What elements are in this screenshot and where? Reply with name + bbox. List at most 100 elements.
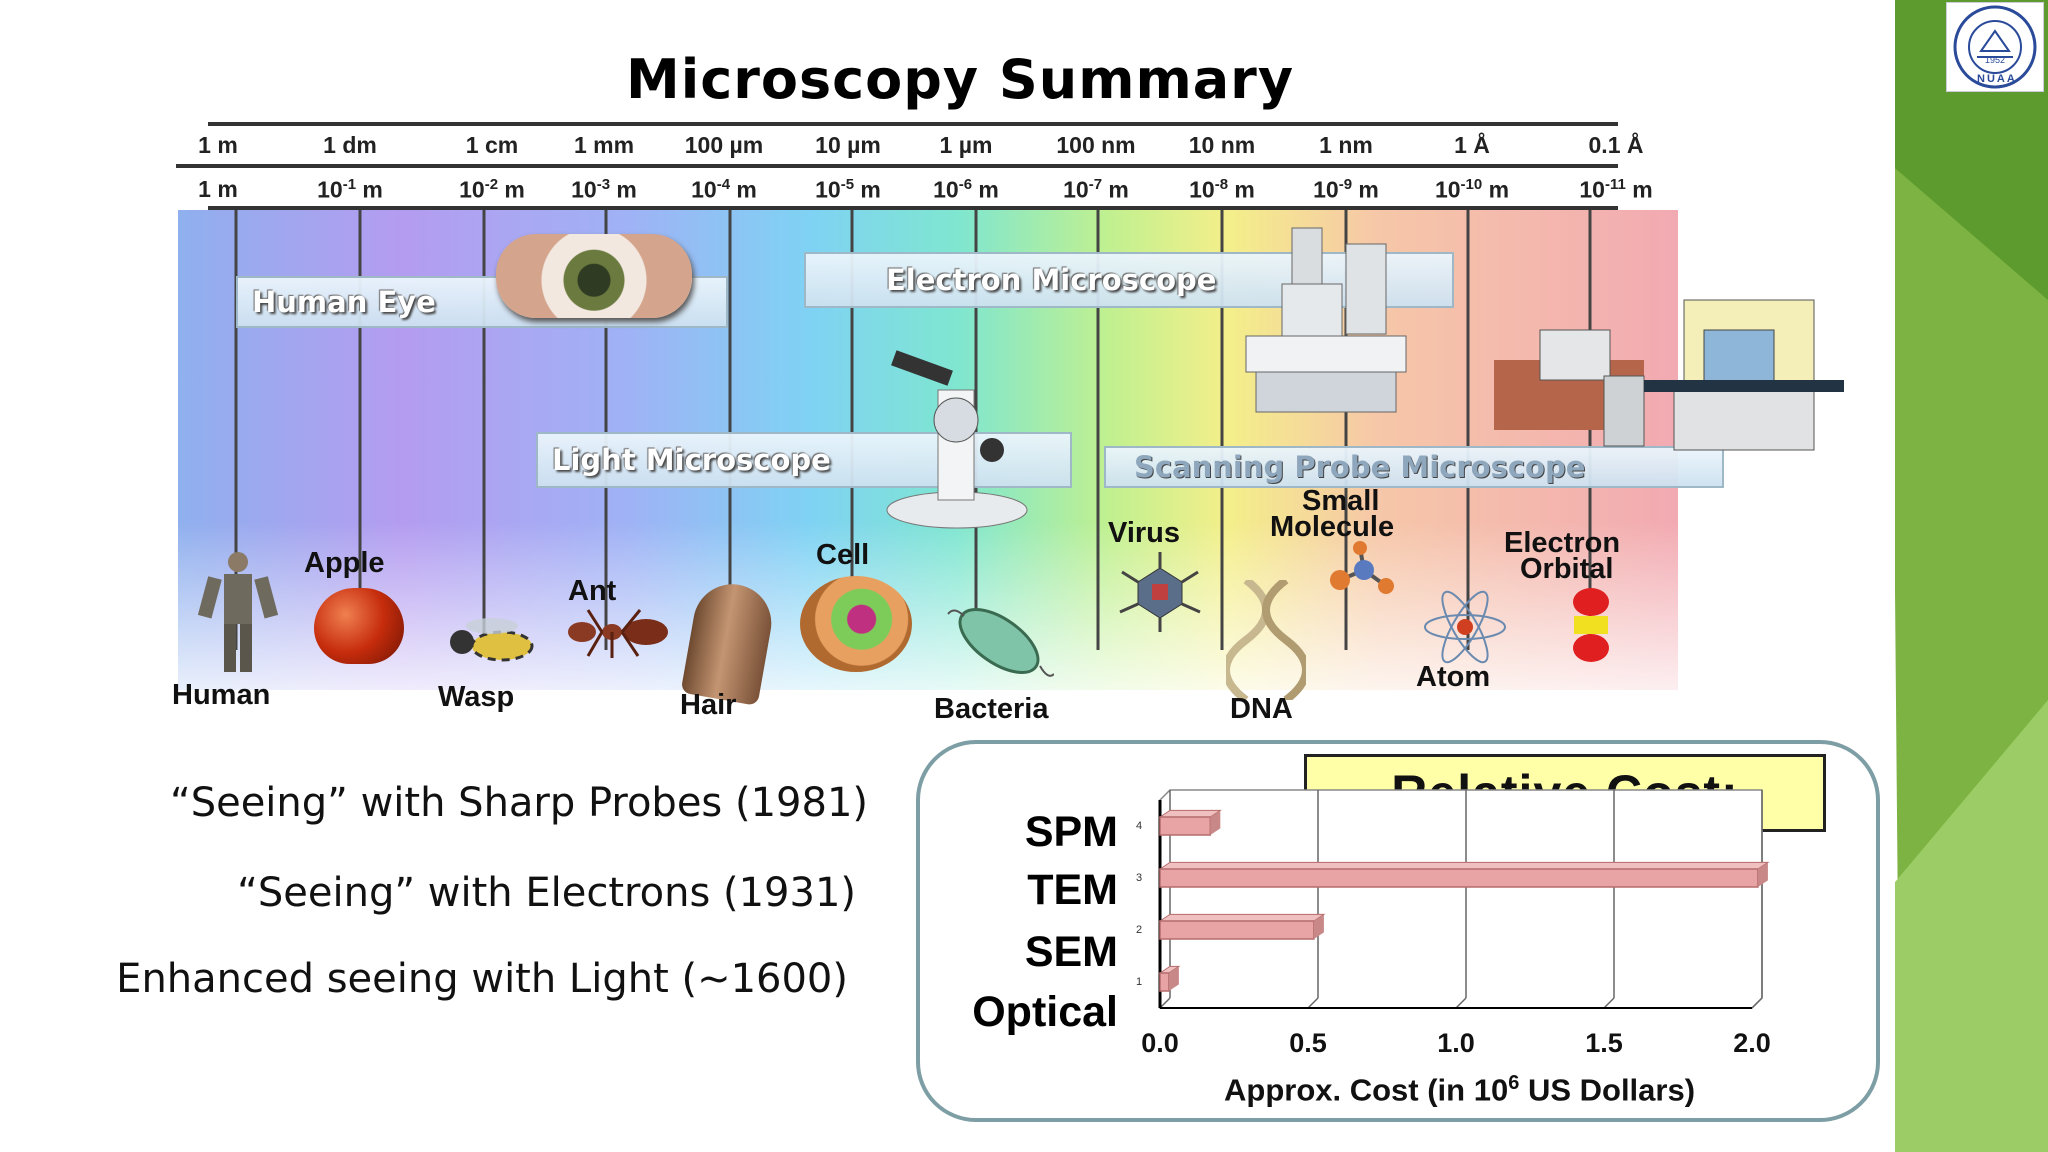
university-logo: 1952 NUAA xyxy=(1946,2,2044,92)
bar-side xyxy=(1757,862,1768,887)
bar-side xyxy=(1313,914,1324,939)
slide-title: Microscopy Summary xyxy=(625,48,1295,111)
plot-area xyxy=(1159,789,1763,1009)
scale-unit-label: 1 dm xyxy=(323,132,377,158)
bar-top xyxy=(1158,809,1222,818)
scale-unit-label: 0.1 Å xyxy=(1588,132,1644,158)
label-virus: Virus xyxy=(1108,517,1181,549)
bar-top xyxy=(1158,861,1770,870)
cost-bar xyxy=(1159,868,1759,888)
statement-electrons: “Seeing” with Electrons (1931) xyxy=(237,870,856,916)
electron-microscope-image xyxy=(1245,227,1407,413)
scale-unit-label: 1 cm xyxy=(465,132,519,158)
y-level-label: 1 xyxy=(1136,976,1143,988)
label-ant: Ant xyxy=(568,575,617,607)
category-label: Optical xyxy=(972,988,1118,1036)
x-tick-label: 2.0 xyxy=(1733,1028,1771,1058)
scale-power-label: 1 m xyxy=(198,176,238,202)
virus-image xyxy=(1119,552,1201,632)
bar-side xyxy=(1210,810,1221,835)
label-wasp: Wasp xyxy=(438,681,515,713)
light-microscope-image xyxy=(886,350,1028,529)
band-light-microscope-label: Light Microscope xyxy=(552,443,831,477)
scale-power-label: 10-6 m xyxy=(933,176,999,203)
bar-side xyxy=(1168,966,1179,991)
logo-text: NUAA xyxy=(1977,73,2017,85)
bacteria-image xyxy=(947,608,1054,677)
scale-power-label: 10-1 m xyxy=(317,176,383,203)
x-gridline-floor xyxy=(1603,997,1615,1009)
category-label: SPM xyxy=(1024,808,1118,856)
scale-unit-label: 10 µm xyxy=(815,132,881,158)
label-small-molecule-line1: Small xyxy=(1302,485,1380,517)
wasp-image xyxy=(450,618,534,662)
scale-power-label: 10-8 m xyxy=(1189,176,1255,203)
cost-bar xyxy=(1159,816,1212,836)
band-human-eye-label: Human Eye xyxy=(252,285,436,319)
apple-image xyxy=(314,588,404,664)
y-level-label: 4 xyxy=(1136,820,1143,832)
category-label: SEM xyxy=(1024,928,1118,976)
y-level-label: 2 xyxy=(1136,924,1143,936)
scanning-probe-microscope-image xyxy=(1494,299,1844,451)
band-scanning-probe-microscope: Scanning Probe Microscope xyxy=(1104,446,1724,488)
label-electron-orbital-line1: Electron xyxy=(1504,527,1621,559)
label-hair: Hair xyxy=(680,689,737,721)
scale-unit-label: 1 Å xyxy=(1454,132,1490,158)
dna-image xyxy=(1226,580,1306,700)
x-axis-title-prefix: Approx. Cost (in 10 xyxy=(1224,1072,1509,1108)
scale-unit-label: 10 nm xyxy=(1188,132,1256,158)
scale-power-label: 10-2 m xyxy=(459,176,525,203)
label-small-molecule-line2: Molecule xyxy=(1270,511,1395,543)
x-gridline-floor xyxy=(1751,997,1763,1009)
human-figure-image xyxy=(197,552,279,672)
green-decoration-bottom xyxy=(1850,700,2048,1152)
scale-unit-label: 1 m xyxy=(198,132,238,158)
scale-unit-label: 100 µm xyxy=(684,132,764,158)
scale-power-label: 10-9 m xyxy=(1313,176,1379,203)
scale-power-label: 10-5 m xyxy=(815,176,881,203)
scale-power-label: 10-11 m xyxy=(1579,176,1653,203)
small-molecule-image xyxy=(1330,541,1394,594)
label-human: Human xyxy=(172,679,271,711)
cost-bar xyxy=(1159,920,1315,940)
y-level-label: 3 xyxy=(1136,872,1143,884)
statement-sharp-probes: “Seeing” with Sharp Probes (1981) xyxy=(169,780,868,826)
atom-image xyxy=(1424,590,1506,664)
label-atom: Atom xyxy=(1416,661,1491,693)
electron-orbital-image xyxy=(1573,588,1609,662)
label-dna: DNA xyxy=(1230,693,1293,725)
scale-unit-label: 1 µm xyxy=(939,132,993,158)
label-bacteria: Bacteria xyxy=(934,693,1049,725)
cost-bar xyxy=(1159,972,1170,992)
scale-unit-label: 100 nm xyxy=(1056,132,1136,158)
scale-power-label: 10-7 m xyxy=(1063,176,1129,203)
x-tick-label: 1.5 xyxy=(1585,1028,1623,1058)
x-gridline-floor xyxy=(1307,997,1319,1009)
x-gridline-floor xyxy=(1455,997,1467,1009)
scale-power-label: 10-10 m xyxy=(1434,176,1510,203)
statement-light: Enhanced seeing with Light (~1600) xyxy=(116,956,848,1002)
label-electron-orbital-line2: Orbital xyxy=(1520,553,1614,585)
label-cell: Cell xyxy=(816,539,870,571)
band-spm-label: Scanning Probe Microscope xyxy=(1134,450,1586,484)
ant-image xyxy=(568,609,668,658)
scale-unit-label: 1 mm xyxy=(573,132,635,158)
cell-image xyxy=(800,576,912,672)
band-electron-microscope-label: Electron Microscope xyxy=(886,263,1217,297)
band-light-microscope: Light Microscope xyxy=(536,432,1072,488)
x-gridline-floor xyxy=(1159,997,1171,1009)
scale-power-label: 10-3 m xyxy=(571,176,637,203)
scale-power-label: 10-4 m xyxy=(691,176,757,203)
x-tick-label: 0.0 xyxy=(1141,1028,1179,1058)
x-axis-title-suffix: US Dollars) xyxy=(1519,1072,1696,1108)
x-tick-label: 0.5 xyxy=(1289,1028,1327,1058)
bar-top xyxy=(1158,913,1326,922)
label-apple: Apple xyxy=(304,547,385,579)
logo-year: 1952 xyxy=(1985,55,2006,65)
x-axis-title-exponent: 6 xyxy=(1508,1072,1520,1094)
cost-x-axis-title: Approx. Cost (in 106 US Dollars) xyxy=(1224,1072,1695,1108)
scale-unit-label: 1 nm xyxy=(1319,132,1373,158)
eye-image xyxy=(496,234,692,318)
